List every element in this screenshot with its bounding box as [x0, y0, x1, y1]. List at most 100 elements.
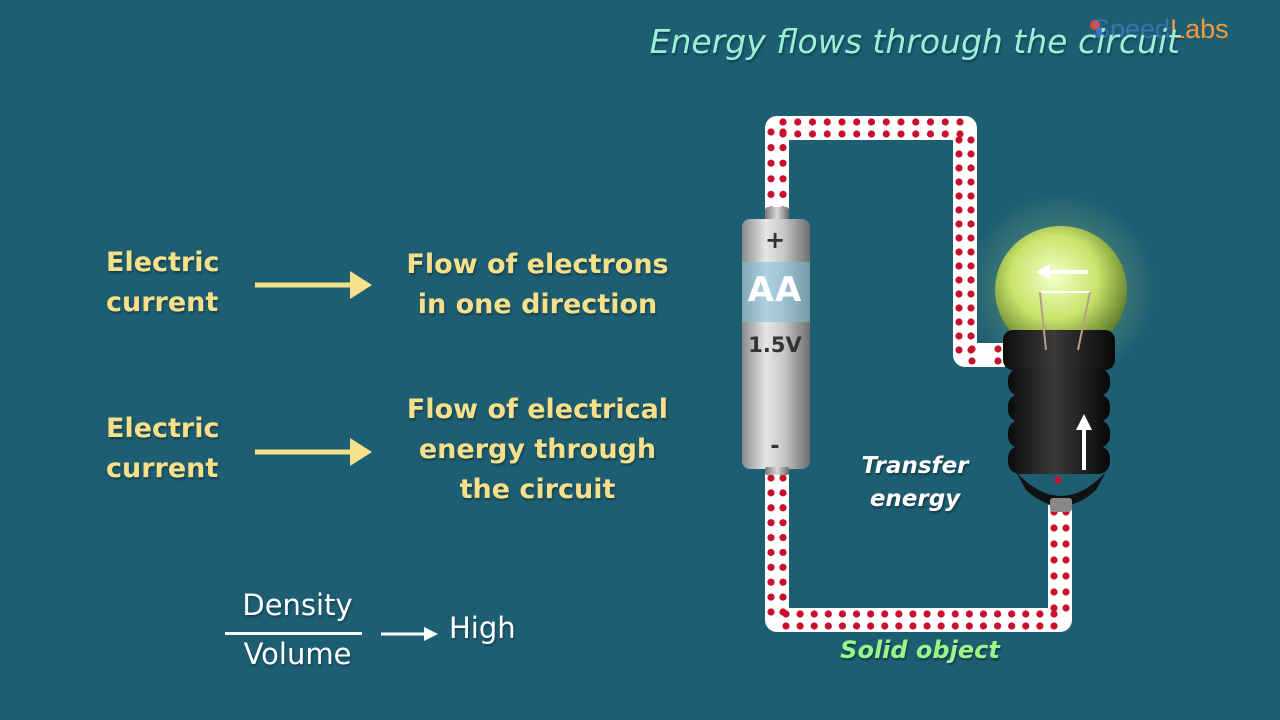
electron-dot: [767, 608, 775, 616]
light-bulb-icon: [966, 193, 1156, 512]
definition-line: in one direction: [417, 289, 658, 320]
electron-dot: [1062, 572, 1070, 580]
electron-dot: [1050, 556, 1058, 564]
arrow-icon-3: [381, 627, 438, 641]
electron-dot: [779, 175, 787, 183]
brand-speed: Speed: [1092, 14, 1171, 44]
term-electric-current-2: Electric current: [106, 409, 220, 489]
term-line: Electric: [106, 247, 220, 278]
electron-dot: [955, 304, 963, 312]
electron-dot: [955, 262, 963, 270]
electron-dot: [1062, 588, 1070, 596]
electron-dot: [993, 610, 1002, 618]
density-label: Density: [242, 588, 353, 622]
definition-line: Flow of electrons: [406, 249, 669, 280]
electron-dot: [955, 276, 963, 284]
electron-dot: [779, 474, 787, 482]
electron-dot: [955, 178, 963, 186]
electron-dot: [951, 622, 959, 630]
electron-dot: [767, 159, 775, 167]
definition-line: the circuit: [459, 474, 616, 505]
electron-dot: [967, 234, 975, 242]
logo-mark-secondary: [1096, 28, 1104, 36]
battery-plus-label: +: [764, 226, 786, 254]
electron-dot: [1050, 610, 1058, 618]
electron-dot: [955, 206, 963, 214]
brand-logo: SpeedLabs: [1090, 14, 1229, 45]
term-electric-current-1: Electric current: [106, 243, 220, 323]
electron-dot: [779, 118, 787, 126]
electron-dot: [779, 593, 787, 601]
term-line: current: [106, 287, 219, 318]
electron-dot: [909, 610, 917, 618]
electron-dot: [1036, 622, 1044, 630]
electron-dot: [1062, 524, 1070, 532]
transfer-energy-label: Transfer energy: [850, 450, 980, 516]
electron-dot: [838, 610, 847, 618]
electron-dot: [956, 118, 964, 126]
electron-dot: [1050, 622, 1058, 630]
electron-dot: [810, 622, 818, 630]
electron-dot: [767, 593, 775, 601]
electron-dot: [1022, 622, 1030, 630]
electron-dot: [993, 622, 1002, 630]
electron-dot: [1008, 610, 1016, 618]
electron-dot: [895, 610, 903, 618]
electron-dot: [882, 118, 890, 126]
arrow-icon-2: [255, 438, 372, 466]
electron-dot: [967, 220, 975, 228]
electron-dot: [782, 610, 790, 618]
electron-dot: [810, 610, 818, 618]
electron-dot: [967, 178, 975, 186]
electron-dot: [767, 489, 775, 497]
electron-dot: [767, 128, 775, 136]
electron-dot: [941, 130, 949, 138]
electron-dot: [767, 144, 775, 152]
current-arrow-up-icon: [1076, 414, 1092, 470]
electron-dot: [955, 234, 963, 242]
electron-dot: [838, 622, 847, 630]
electron-dot: [967, 206, 975, 214]
volume-label: Volume: [243, 637, 352, 671]
electron-dot: [779, 144, 787, 152]
battery-icon: [742, 207, 810, 475]
electron-dot: [967, 136, 975, 144]
definition-line: energy through: [418, 434, 657, 465]
electron-dot: [779, 489, 787, 497]
electron-dot: [779, 563, 787, 571]
electron-dot: [853, 130, 861, 138]
electron-dot: [923, 610, 931, 618]
electron-dot: [853, 118, 861, 126]
electron-dot: [955, 136, 963, 144]
electron-dot: [926, 130, 935, 138]
electron-dot: [767, 519, 775, 527]
electron-dot: [882, 130, 890, 138]
electron-dot: [923, 622, 931, 630]
electron-dot: [779, 504, 787, 512]
electron-dot: [979, 622, 988, 630]
brand-labs: Labs: [1170, 14, 1229, 44]
electron-dot: [967, 164, 975, 172]
electron-dot: [967, 150, 975, 158]
electron-dot: [767, 504, 775, 512]
electron-dot: [782, 622, 790, 630]
electron-dot: [897, 118, 905, 126]
electron-dot: [823, 130, 831, 138]
electron-dot: [779, 190, 787, 198]
electron-dot: [955, 192, 963, 200]
solid-object-label: Solid object: [840, 636, 1000, 664]
electron-dot: [955, 248, 963, 256]
electron-dot: [767, 548, 775, 557]
electron-dot: [1062, 556, 1070, 564]
electron-dot: [895, 622, 903, 630]
electron-dot: [1050, 524, 1058, 532]
electron-dot: [955, 164, 963, 172]
slide-title: Energy flows through the circuit: [649, 22, 1180, 61]
electron-dot: [824, 622, 832, 630]
electron-dot: [779, 159, 787, 167]
electron-dot: [796, 622, 804, 630]
electron-dot: [1050, 572, 1058, 580]
electron-dot: [852, 610, 861, 618]
electron-dot: [794, 130, 802, 138]
electron-dot: [956, 130, 964, 138]
